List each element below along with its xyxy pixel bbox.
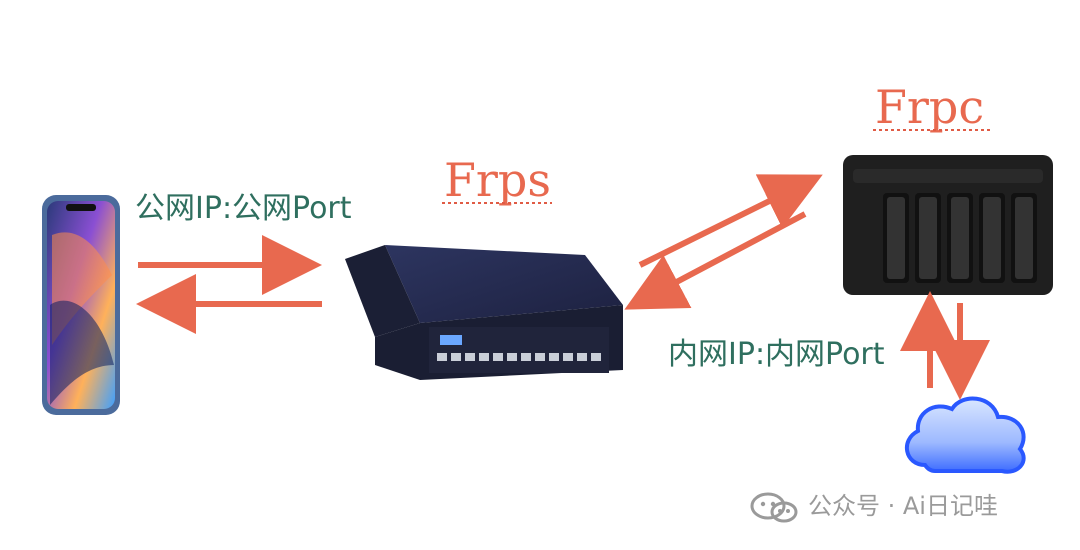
frpc-title: Frpc: [875, 80, 984, 134]
server-icon: [345, 245, 623, 380]
nas-icon: [843, 155, 1053, 295]
wechat-icon: [750, 492, 798, 523]
smartphone-icon: [42, 195, 120, 415]
cloud-icon: [904, 396, 1026, 474]
watermark-text: 公众号 · Ai日记哇: [808, 492, 998, 520]
arrow-nas-to-server: [624, 211, 807, 310]
public-endpoint-label: 公网IP:公网Port: [135, 191, 352, 226]
frps-title: Frps: [444, 153, 551, 207]
private-endpoint-label: 内网IP:内网Port: [668, 337, 885, 372]
watermark: 公众号 · Ai日记哇: [750, 492, 998, 523]
arrow-server-to-nas: [638, 174, 823, 268]
